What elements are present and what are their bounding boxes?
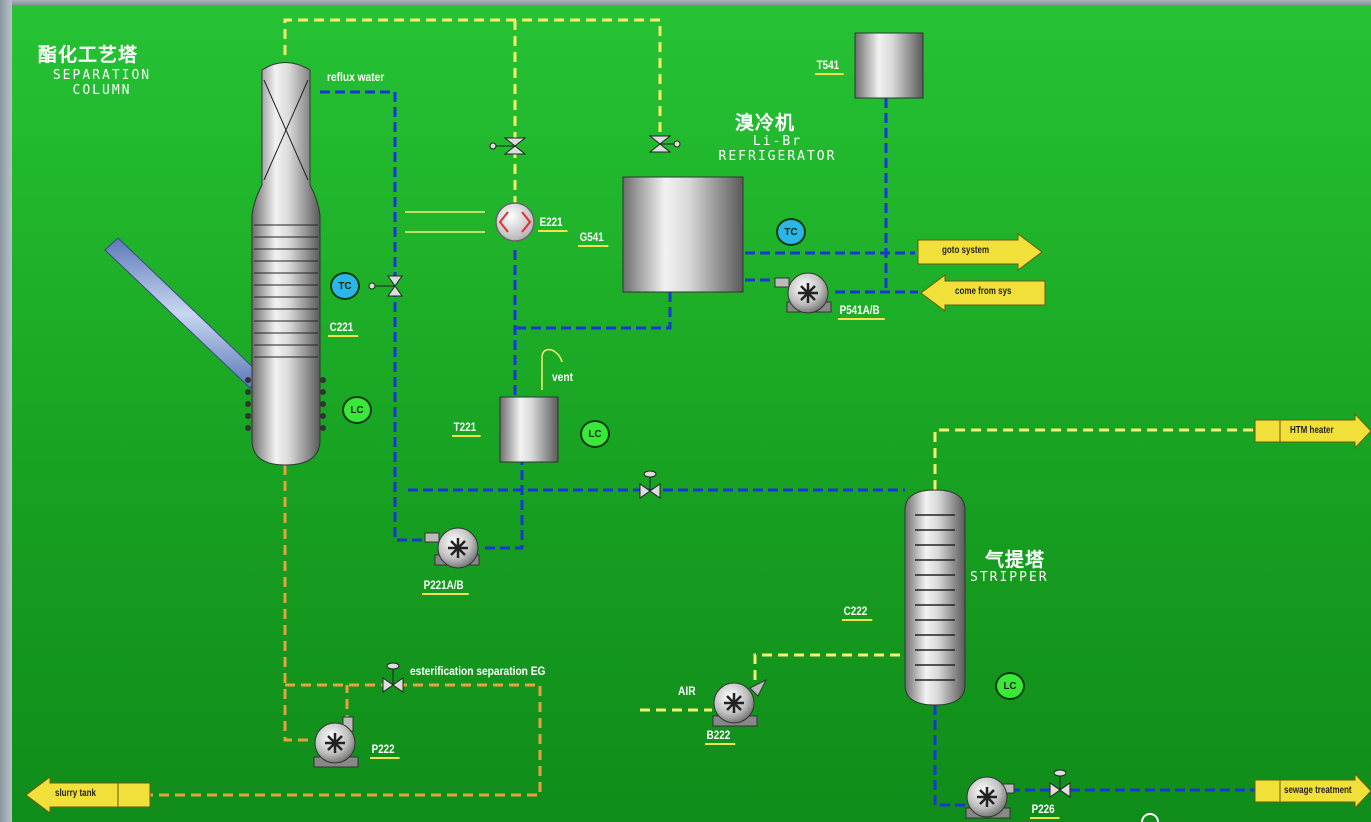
vapor-line-top <box>283 18 662 140</box>
utility-lines <box>405 211 563 390</box>
reflux-water-line <box>320 90 430 542</box>
lc-column-instrument[interactable]: LC <box>342 396 372 424</box>
vent-line <box>541 348 563 390</box>
valve-vapor-e221 <box>489 137 527 155</box>
valve-sewage <box>1049 769 1071 798</box>
refrigerator-title-en-line2: REFRIGERATOR <box>718 149 837 164</box>
vent-label: vent <box>552 370 573 384</box>
column-title-cn: 酯化工艺塔 <box>38 44 139 66</box>
vapor-line-htm <box>933 428 1255 490</box>
window-frame-top <box>0 0 1371 6</box>
tc-column-instrument[interactable]: TC <box>330 272 360 300</box>
slurry-tank-connector[interactable]: slurry tank <box>55 788 96 799</box>
eg-bottom-line <box>283 465 310 742</box>
pump-p221 <box>424 527 480 569</box>
valve-vapor-g541 <box>648 135 681 153</box>
lc-tank-instrument[interactable]: LC <box>580 420 610 448</box>
window-frame-left <box>0 0 12 822</box>
tag-t541[interactable]: T541 <box>815 58 844 75</box>
blower-b222 <box>712 678 768 727</box>
separation-column-c221 <box>245 62 326 466</box>
pump-p541 <box>774 272 832 314</box>
column-title-en: SEPARATION COLUMN <box>22 68 182 98</box>
offpage-connectors <box>25 233 1371 814</box>
refrigerator-title-cn: 溴冷机 <box>735 112 796 134</box>
lc-stripper-instrument[interactable]: LC <box>995 672 1025 700</box>
reflux-water-label: reflux water <box>327 70 385 84</box>
eg-loop-line <box>150 683 542 797</box>
refrigerator-title-en-line1: Li-Br <box>752 134 803 149</box>
tag-e221[interactable]: E221 <box>538 215 568 232</box>
tag-g541[interactable]: G541 <box>578 230 609 247</box>
tank-t221 <box>499 396 559 463</box>
stripper-title-en: STRIPPER <box>970 570 1049 585</box>
tag-c222[interactable]: C222 <box>842 604 873 621</box>
pump-p226 <box>965 776 1015 819</box>
air-label: AIR <box>678 684 696 698</box>
feed-pipe <box>104 237 263 389</box>
sewage-treatment-connector[interactable]: sewage treatment <box>1284 785 1352 796</box>
tag-p221[interactable]: P221A/B <box>422 578 469 595</box>
water-lines <box>320 90 1255 807</box>
tank-t541 <box>854 32 924 99</box>
stripper-c222 <box>904 489 966 706</box>
stripper-bottom-line <box>933 705 965 807</box>
htm-heater-arrow-shape <box>1254 412 1371 450</box>
stripper-title-cn: 气提塔 <box>985 549 1046 571</box>
valve-eg <box>382 662 404 693</box>
tag-p541[interactable]: P541A/B <box>838 303 885 320</box>
htm-heater-connector[interactable]: HTM heater <box>1290 425 1334 436</box>
sewage-treatment-arrow-shape <box>1254 772 1371 810</box>
pump-p222 <box>313 716 359 768</box>
g541-drain-line <box>515 292 672 330</box>
tc-refrigerator-instrument[interactable]: TC <box>776 218 806 246</box>
process-diagram-panel <box>12 6 1371 822</box>
come-from-sys-arrow-shape <box>920 274 1046 312</box>
goto-system-connector[interactable]: goto system <box>942 245 990 256</box>
valve-reflux <box>368 275 403 297</box>
slurry-tank-arrow-shape <box>25 776 151 814</box>
valves <box>368 135 1071 798</box>
heat-exchanger-e221 <box>495 202 535 242</box>
goto-system-arrow-shape <box>917 233 1043 271</box>
come-from-sys-connector[interactable]: come from sys <box>955 286 1012 297</box>
refrigerator-g541 <box>622 176 744 293</box>
partial-indicator <box>1141 813 1159 822</box>
vapor-lines <box>283 18 1255 712</box>
tag-b222[interactable]: B222 <box>705 728 736 745</box>
refrigerator-title-en: Li-Br REFRIGERATOR <box>680 134 875 164</box>
vapor-line-b222 <box>753 653 905 680</box>
reflux-return-line <box>485 462 524 550</box>
pumps <box>313 272 1015 819</box>
column-title-en-line1: SEPARATION <box>52 68 152 83</box>
column-title-en-line2: COLUMN <box>72 83 132 98</box>
tag-c221[interactable]: C221 <box>328 320 359 337</box>
tag-t221[interactable]: T221 <box>452 420 481 437</box>
tag-p226[interactable]: P226 <box>1030 802 1060 819</box>
tag-p222[interactable]: P222 <box>370 742 400 759</box>
valve-condensate <box>639 470 661 499</box>
esterification-label: esterification separation EG <box>410 664 546 678</box>
